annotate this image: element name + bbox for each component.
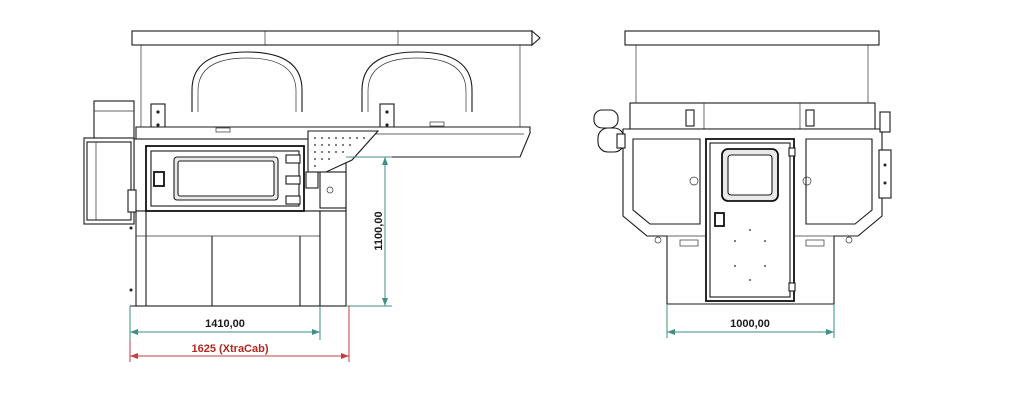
dimension-rear-width: 1000,00 — [666, 304, 835, 338]
side-view — [83, 29, 541, 307]
bracket-holes — [314, 137, 365, 167]
rear-lamp-right — [878, 111, 892, 199]
tent-arch-right — [361, 51, 473, 112]
rear-view — [593, 30, 892, 305]
height-label: 1100,00 — [373, 211, 385, 250]
rear-box — [83, 100, 137, 292]
tent-arch-left — [191, 51, 303, 112]
rear-roof — [624, 30, 880, 104]
dimension-width-standard: 1410,00 — [129, 306, 321, 340]
width-standard-label: 1410,00 — [205, 318, 245, 330]
side-roof — [131, 29, 541, 128]
rear-width-label: 1000,00 — [730, 318, 770, 330]
mount-bracket — [305, 130, 380, 209]
width-xtracab-label: 1625 (XtraCab) — [191, 343, 268, 355]
dimension-width-xtracab: 1625 (XtraCab) — [129, 306, 350, 362]
rear-lamp-left — [593, 109, 626, 153]
side-window — [145, 145, 305, 212]
door-bolts — [734, 229, 766, 281]
rear-door — [705, 138, 796, 302]
dimension-height: 1100,00 — [346, 156, 392, 307]
